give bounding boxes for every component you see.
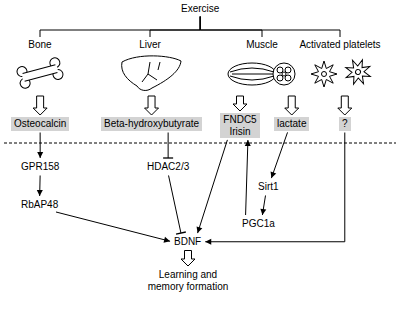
platelet-icon: [311, 55, 375, 88]
connector-line: [271, 132, 287, 178]
connector: [145, 96, 159, 115]
organ-node: Bone: [9, 38, 71, 94]
connector: [271, 132, 288, 178]
liver-icon: [122, 56, 181, 91]
node-label: Muscle: [227, 39, 297, 51]
node-label: HDAC2/3: [147, 161, 189, 173]
block-arrow: [145, 96, 159, 115]
arrow-head: [260, 209, 266, 215]
organ-node: Activated platelets: [292, 38, 388, 94]
mediator-box: Beta-hydroxybutyrate: [101, 117, 202, 131]
text-node: PGC1a: [240, 217, 277, 231]
node-label: Learning and memory formation: [147, 269, 229, 292]
node-label: ?: [342, 118, 348, 130]
connector: [37, 175, 43, 196]
connector-line: [205, 133, 345, 242]
text-node: GPR158: [19, 160, 61, 174]
block-arrow: [285, 96, 299, 115]
node-label: RbAP48: [21, 199, 58, 211]
node-label: Osteocalcin: [14, 118, 66, 130]
connector: [169, 175, 186, 234]
mediator-box: lactate: [274, 117, 309, 131]
muscle-icon: [228, 63, 295, 85]
organ-node: Muscle: [225, 38, 299, 94]
arrow-head: [197, 226, 203, 233]
connector: [285, 96, 299, 115]
connector: [163, 133, 173, 159]
node-label: GPR158: [21, 161, 59, 173]
text-node: Exercise: [179, 2, 221, 16]
connector: [245, 140, 251, 215]
connector: [200, 17, 340, 38]
block-arrow: [33, 96, 47, 115]
connector: [338, 96, 352, 115]
connector-line: [40, 17, 200, 38]
connector: [40, 17, 200, 38]
node-label: lactate: [277, 118, 306, 130]
connector: [200, 17, 262, 38]
connector: [197, 140, 228, 233]
arrow-head: [271, 171, 277, 178]
node-label: Activated platelets: [294, 39, 386, 51]
mediator-box: Osteocalcin: [11, 117, 69, 131]
node-label: Liver: [117, 39, 183, 51]
mediator-box: FNDC5 Irisin: [220, 113, 260, 138]
connector-line: [56, 212, 170, 241]
arrow-head: [164, 237, 171, 243]
connector: [260, 195, 266, 215]
text-node: BDNF: [172, 235, 203, 249]
block-arrow: [338, 96, 352, 115]
node-label: Beta-hydroxybutyrate: [104, 118, 199, 130]
connector-line: [198, 140, 228, 233]
connector-line: [168, 133, 169, 159]
dashed-divider: [4, 143, 396, 144]
text-node: RbAP48: [19, 198, 60, 212]
mediator-box: ?: [339, 117, 351, 131]
block-arrow: [233, 96, 247, 111]
connector: [150, 17, 200, 38]
organ-node: Liver: [115, 38, 185, 94]
connector-line: [246, 140, 248, 215]
node-label: BDNF: [174, 236, 201, 248]
node-label: Exercise: [181, 3, 219, 15]
connector-line: [150, 17, 200, 38]
connector-line: [169, 175, 181, 233]
bone-icon: [16, 57, 64, 90]
inhibition-bar: [163, 157, 173, 158]
connector: [56, 212, 170, 243]
connector: [181, 251, 195, 267]
block-arrow: [181, 251, 195, 267]
inhibition-bar: [176, 232, 186, 234]
text-node: Sirt1: [256, 180, 281, 194]
connector: [233, 96, 247, 111]
node-label: PGC1a: [242, 218, 275, 230]
arrow-head: [205, 239, 211, 245]
arrow-head: [37, 152, 43, 158]
node-label: Sirt1: [258, 181, 279, 193]
node-label: FNDC5 Irisin: [223, 114, 257, 137]
connector: [205, 133, 345, 245]
connector: [33, 96, 47, 115]
connector: [37, 133, 43, 159]
node-label: Bone: [11, 39, 69, 51]
text-node: Learning and memory formation: [145, 268, 231, 293]
connector-line: [200, 17, 340, 38]
connector-line: [200, 17, 262, 38]
arrow-head: [37, 190, 43, 196]
text-node: HDAC2/3: [145, 160, 191, 174]
